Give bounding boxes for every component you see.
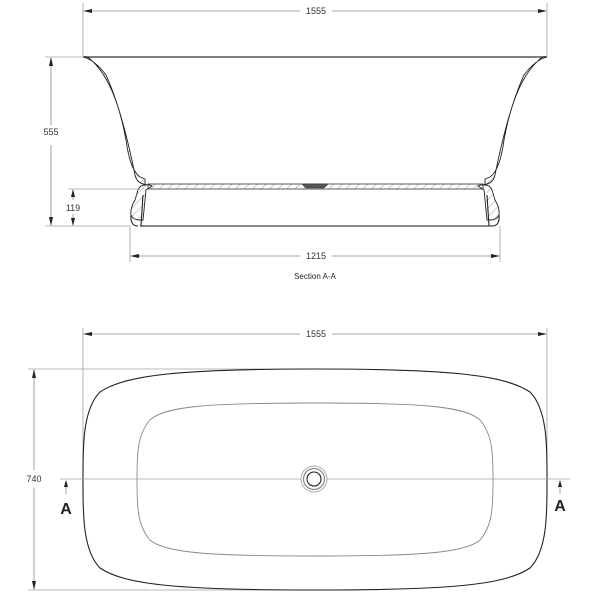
section-base-height-dimension: 119 <box>66 188 140 226</box>
svg-text:A: A <box>554 498 566 515</box>
section-base-width-label: 1215 <box>306 251 326 261</box>
drain-section <box>301 183 329 189</box>
section-base-width-dimension: 1215 <box>129 226 501 262</box>
section-caption: Section A-A <box>294 272 336 281</box>
arrow-left-icon <box>83 332 92 336</box>
arrow-down-icon <box>71 218 75 226</box>
arrow-up-icon <box>71 189 75 197</box>
tub-inner-basin <box>136 402 494 557</box>
section-marker-right: A <box>554 480 566 515</box>
plan-width-dimension: 1555 <box>82 328 548 480</box>
plan-depth-label: 740 <box>26 474 41 484</box>
section-height-dimension: 555 <box>43 56 130 227</box>
arrow-up-icon <box>64 480 68 487</box>
arrow-down-icon <box>32 581 36 590</box>
section-base-height-label: 119 <box>66 203 80 213</box>
arrow-up-icon <box>32 369 36 378</box>
arrow-left-icon <box>130 254 139 258</box>
svg-text:A: A <box>60 501 72 518</box>
left-wall-section <box>82 56 153 221</box>
plan-view: 1555 740 A <box>26 328 570 591</box>
section-height-label: 555 <box>43 127 58 137</box>
section-marker-left: A <box>60 480 72 518</box>
arrow-right-icon <box>538 332 547 336</box>
arrow-left-icon <box>83 9 92 13</box>
arrow-down-icon <box>49 217 53 226</box>
tub-outer-outline <box>82 368 548 591</box>
arrow-up-icon <box>558 480 562 487</box>
plan-width-label: 1555 <box>306 329 326 339</box>
plan-depth-dimension: 740 <box>26 368 310 591</box>
section-top-width-label: 1555 <box>306 6 326 16</box>
section-view: 1555 555 <box>43 3 548 281</box>
arrow-right-icon <box>491 254 500 258</box>
arrow-right-icon <box>538 9 547 13</box>
right-wall-section <box>477 56 548 221</box>
section-top-width-dimension: 1555 <box>82 3 548 57</box>
arrow-up-icon <box>49 57 53 66</box>
drain-icon <box>300 465 328 493</box>
